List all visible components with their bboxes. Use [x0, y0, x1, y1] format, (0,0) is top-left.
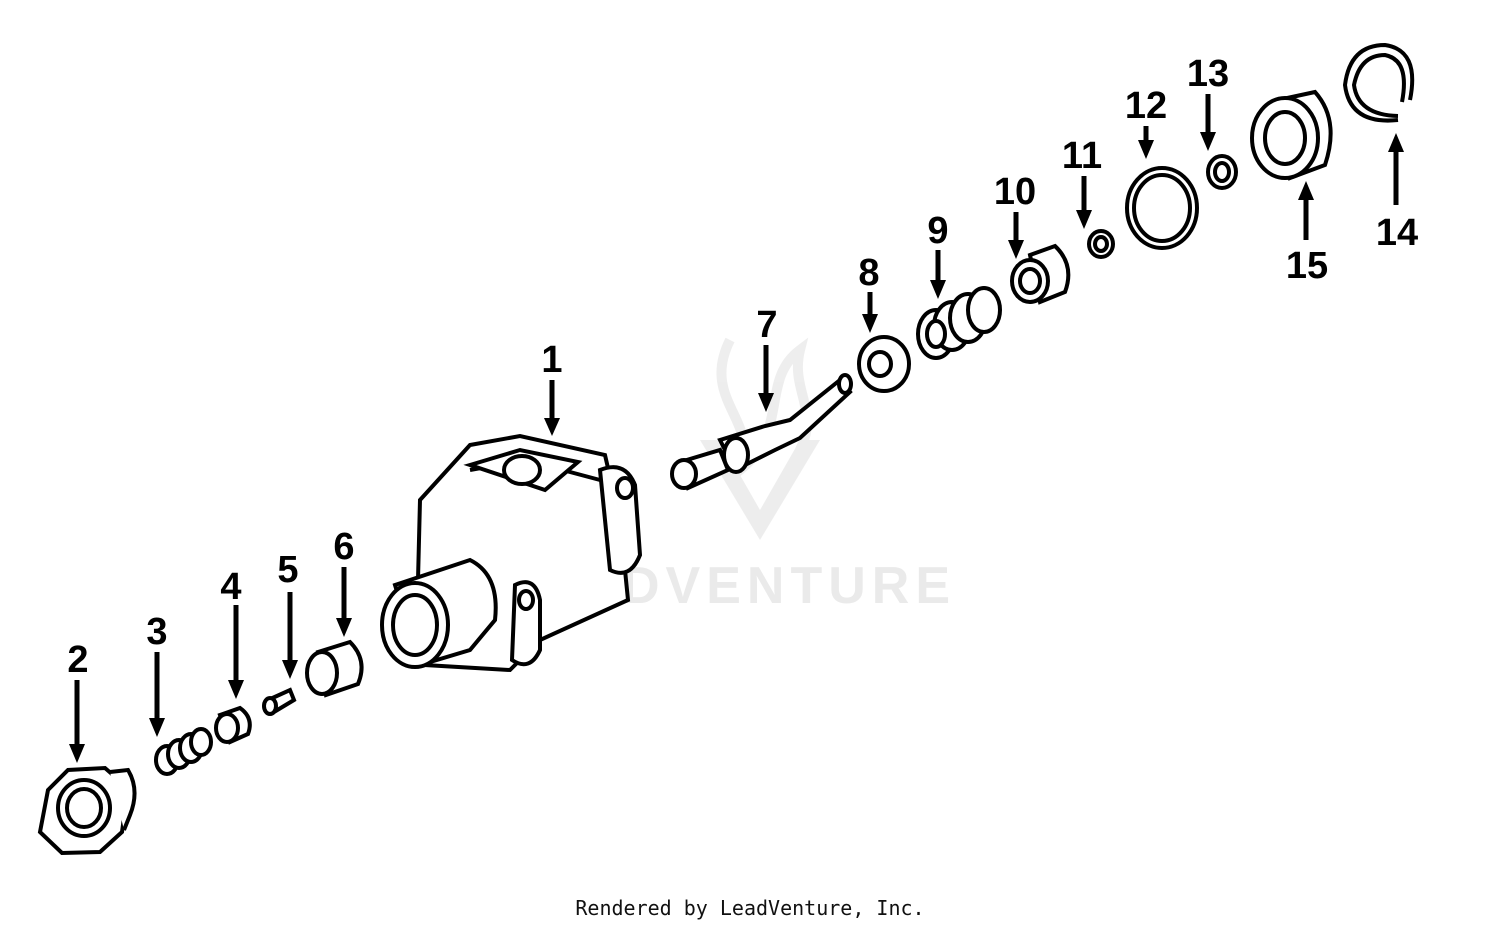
callout-6: 6	[333, 526, 354, 568]
part-2-hex-nut	[37, 765, 137, 856]
callout-10: 10	[994, 171, 1036, 213]
callout-11: 11	[1062, 135, 1102, 177]
arrow-1	[544, 380, 560, 436]
arrow-8	[862, 292, 878, 333]
part-3-spring	[154, 727, 213, 776]
part-11-ring	[1087, 229, 1115, 259]
part-15-cap	[1250, 89, 1333, 181]
callout-labels: 1 2 3 4 5 6 7 8 9 10 11 12 13 14 15	[67, 53, 1418, 681]
arrow-7	[758, 345, 774, 412]
arrow-10	[1008, 212, 1024, 259]
part-5-pin	[262, 687, 297, 716]
callout-5: 5	[277, 549, 298, 591]
arrow-4	[228, 605, 244, 699]
arrow-15	[1298, 181, 1314, 240]
callout-9: 9	[927, 210, 948, 252]
callout-1: 1	[541, 339, 562, 381]
callout-arrows	[69, 94, 1404, 763]
part-1-valve-body	[380, 433, 643, 673]
arrow-6	[336, 567, 352, 637]
arrow-12	[1138, 126, 1154, 159]
callout-8: 8	[858, 252, 879, 294]
callout-15: 15	[1286, 245, 1328, 287]
arrow-11	[1076, 176, 1092, 229]
arrow-14	[1388, 133, 1404, 205]
part-6-cup	[305, 639, 364, 698]
arrow-5	[282, 592, 298, 679]
callout-3: 3	[146, 611, 167, 653]
part-13-washer	[1206, 154, 1238, 190]
arrow-3	[149, 652, 165, 737]
part-14-snap-ring	[1342, 42, 1415, 123]
part-7-spool	[670, 373, 853, 491]
arrow-13	[1200, 94, 1216, 151]
part-9-spring	[916, 286, 1002, 360]
part-12-o-ring	[1125, 166, 1199, 250]
callout-12: 12	[1125, 85, 1167, 127]
arrow-2	[69, 680, 85, 763]
callout-7: 7	[756, 304, 777, 346]
callout-4: 4	[220, 566, 241, 608]
part-10-sleeve	[1010, 243, 1071, 305]
callout-2: 2	[67, 639, 88, 681]
part-4-plug	[214, 705, 252, 745]
callout-14: 14	[1376, 212, 1418, 254]
callout-13: 13	[1187, 53, 1229, 95]
arrow-9	[930, 250, 946, 299]
footer-credit: Rendered by LeadVenture, Inc.	[575, 896, 925, 920]
part-8-washer	[857, 335, 911, 393]
